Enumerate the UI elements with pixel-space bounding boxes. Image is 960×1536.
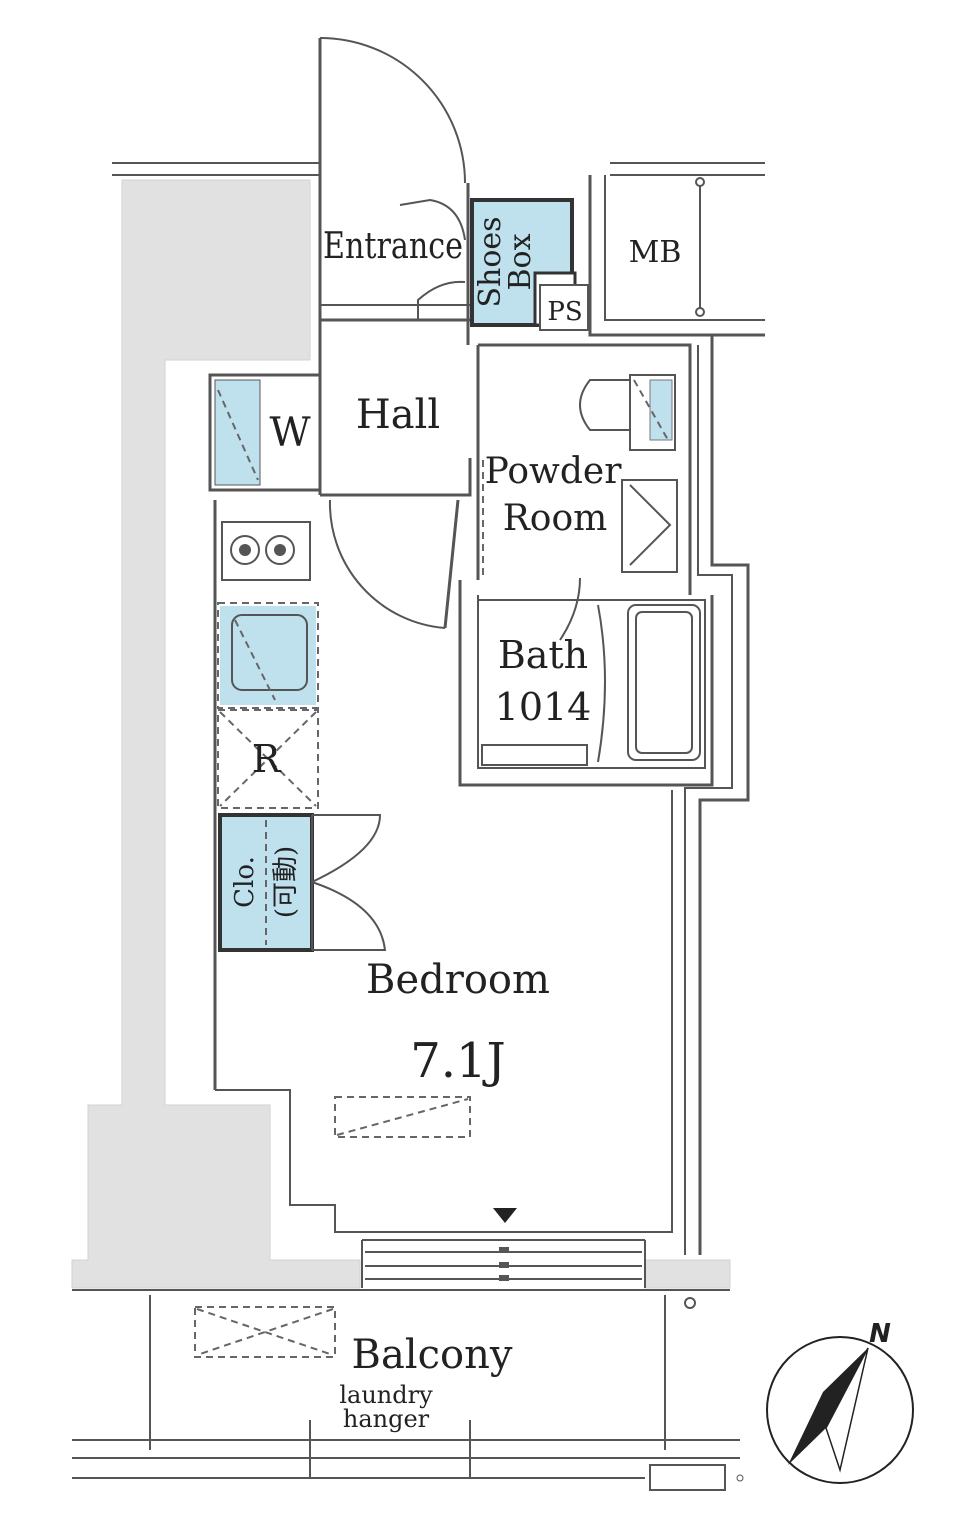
bathtub — [627, 604, 701, 761]
balcony-outline — [72, 1289, 744, 1491]
bedroom-fixture — [334, 1096, 471, 1138]
bath-door — [597, 604, 606, 763]
room-label-washer: W — [269, 410, 310, 456]
powder-door — [559, 577, 581, 641]
closet-doors — [311, 814, 387, 951]
room-label-entrance: Entrance — [323, 226, 463, 267]
room-label-bath: Bath — [498, 633, 588, 677]
room-label-closet-note: (可動) — [271, 846, 301, 918]
cooktop — [221, 521, 311, 581]
hall-door — [328, 499, 460, 629]
balcony-window — [361, 1239, 646, 1288]
window-marker-icon — [493, 1208, 517, 1223]
right-exterior-wall — [684, 335, 750, 1255]
entrance-door — [318, 37, 466, 190]
powder-room-walls — [476, 343, 692, 595]
room-label-ps: PS — [547, 297, 582, 327]
room-label-powder-room-line2: Room — [503, 498, 608, 539]
compass — [766, 1336, 914, 1484]
mb-closet — [588, 175, 765, 337]
building-top-line — [112, 162, 765, 176]
room-label-bedroom: Bedroom — [366, 957, 550, 1003]
compass-north-label: N — [869, 1319, 891, 1349]
structural-columns — [71, 179, 731, 1289]
room-label-refrigerator: R — [252, 737, 282, 781]
bathtub-inner — [635, 611, 693, 754]
toilet — [579, 374, 676, 451]
room-label-hall: Hall — [356, 392, 440, 438]
refrigerator-space — [217, 709, 319, 809]
room-label-bedroom-size: 7.1J — [410, 1033, 506, 1089]
bath-walls — [458, 580, 714, 787]
bath-counter — [481, 744, 588, 766]
room-label-shoes-box-line1: Shoes — [473, 216, 508, 307]
room-label-powder-room-line1: Powder — [485, 451, 623, 492]
room-label-mb: MB — [629, 235, 682, 270]
room-label-laundry-line1: laundry — [339, 1381, 433, 1409]
ac-outdoor-unit — [194, 1306, 336, 1358]
bedroom-walls — [215, 790, 673, 1233]
north-arrow-icon — [788, 1348, 868, 1465]
room-label-closet: Clo. — [230, 856, 260, 908]
ps-shaft — [539, 284, 589, 331]
room-label-laundry-line2: hanger — [343, 1405, 430, 1433]
room-label-bath-size: 1014 — [495, 685, 592, 729]
room-label-balcony: Balcony — [352, 1332, 513, 1378]
room-label-shoes-box-line2: Box — [503, 233, 538, 290]
kitchen-counter — [217, 602, 319, 709]
powder-sink — [621, 479, 678, 573]
